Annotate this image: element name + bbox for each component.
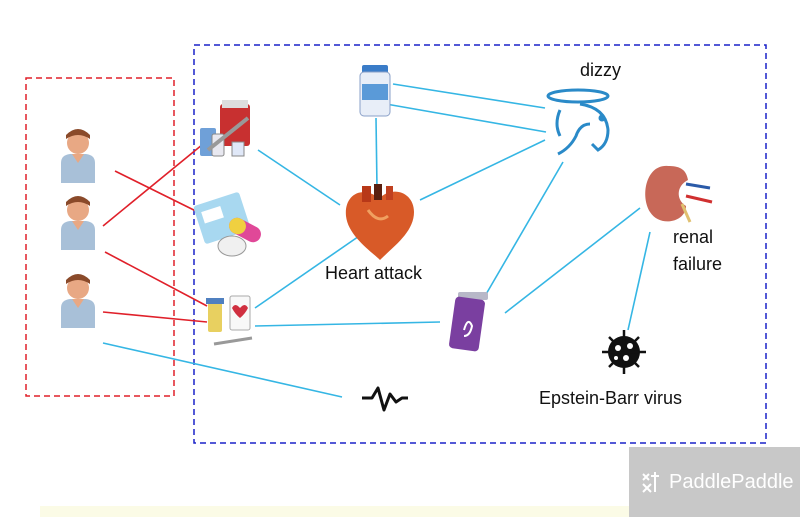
edge-kidney-virus [627,231,651,331]
edge-iv-heart [254,231,366,309]
edge-bottle-heart [375,117,378,189]
medical-record-icon [193,192,261,257]
ecg-signal-icon [362,386,408,412]
heart-attack-label: Heart attack [325,263,423,283]
epstein-barr-virus-label: Epstein-Barr virus [539,388,683,408]
edge-patient3-ecg [102,342,343,398]
patient-group-box [25,77,175,397]
watermark: PaddlePaddle [629,447,800,517]
heart-icon [345,184,414,260]
medicine-bottle-icon [359,65,391,117]
injection-kit-icon [200,100,250,157]
iv-drug-kit-icon [206,295,253,346]
edge-bottle-dizzy-2 [385,103,547,133]
knowledge-graph-box [193,44,767,444]
watermark-text: PaddlePaddle [669,470,794,493]
patient-edges [102,139,215,323]
edge-injection-heart [257,149,341,206]
patient-2 [61,196,95,250]
pill-bottle-icon [449,292,488,352]
dizzy-label: dizzy [580,60,622,80]
edge-patient3-iv-kit [102,311,208,323]
edge-pill-kidney [504,207,641,314]
edge-pill-dizzy [484,161,564,297]
edge-iv-pill [254,321,441,327]
edge-patient2-injection-kit [102,139,209,227]
bottom-band [40,506,629,517]
graph-edges [102,83,651,398]
virus-icon [602,330,646,374]
patient-3 [61,274,95,328]
kidney-icon [645,165,713,223]
dizzy-head-icon [546,88,610,156]
edge-bottle-dizzy [392,83,546,109]
edge-heart-dizzy [419,139,546,201]
patient-1 [61,129,95,183]
edge-patient2-iv-kit [104,251,208,307]
renal-failure-label: renal failure [673,227,723,274]
paddle-logo-icon [642,472,659,493]
